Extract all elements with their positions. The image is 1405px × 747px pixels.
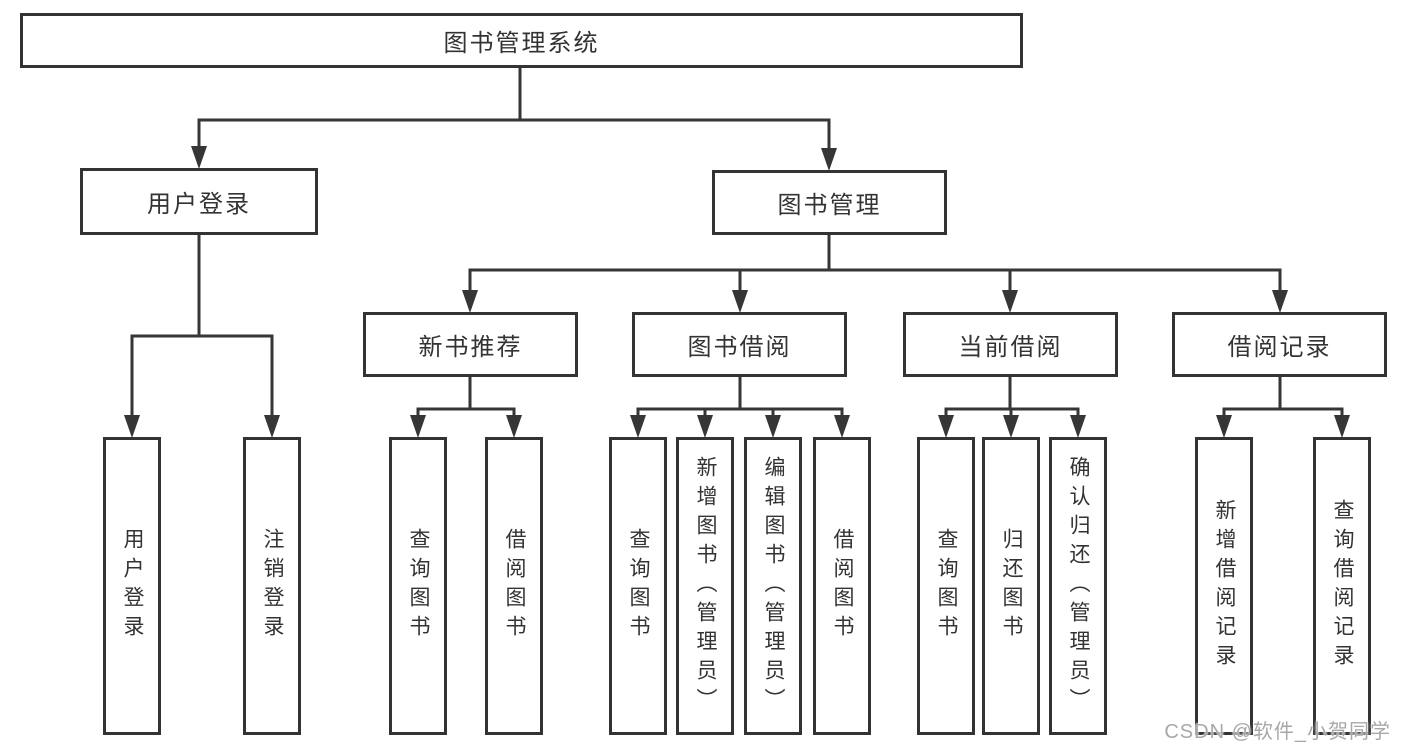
node-current-borrow: 当前借阅	[903, 312, 1118, 377]
leaf-borrow-add-book-admin: 新增图书（管理员）	[676, 437, 734, 735]
connector-records-to-leaves	[1216, 374, 1350, 438]
leaf-current-confirm-return-admin: 确认归还（管理员）	[1049, 437, 1107, 735]
leaf-current-query-book: 查询图书	[917, 437, 975, 735]
node-new-book-recommend: 新书推荐	[363, 312, 578, 377]
leaf-records-add-record: 新增借阅记录	[1195, 437, 1253, 735]
leaf-current-return-book: 归还图书	[982, 437, 1040, 735]
connector-borrow-to-leaves	[630, 374, 850, 438]
connector-mgmt-to-sections	[462, 232, 1288, 313]
leaf-recommend-borrow-book: 借阅图书	[485, 437, 543, 735]
leaf-user-login: 用户登录	[103, 437, 161, 735]
connector-current-to-leaves	[938, 374, 1086, 438]
connector-root-to-level2	[191, 65, 837, 171]
node-borrow-records: 借阅记录	[1172, 312, 1387, 377]
leaf-borrow-edit-book-admin: 编辑图书（管理员）	[744, 437, 802, 735]
node-book-borrow: 图书借阅	[632, 312, 847, 377]
leaf-logout: 注销登录	[243, 437, 301, 735]
leaf-records-query-record: 查询借阅记录	[1313, 437, 1371, 735]
leaf-borrow-query-book: 查询图书	[609, 437, 667, 735]
leaf-borrow-borrow-book: 借阅图书	[813, 437, 871, 735]
connector-recommend-to-leaves	[410, 374, 522, 438]
node-user-login: 用户登录	[80, 168, 318, 235]
node-book-management: 图书管理	[712, 170, 947, 235]
connector-login-to-leaves	[124, 232, 280, 438]
node-root-system: 图书管理系统	[20, 13, 1023, 68]
leaf-recommend-query-book: 查询图书	[389, 437, 447, 735]
csdn-watermark: CSDN @软件_小贺同学	[1164, 721, 1391, 743]
